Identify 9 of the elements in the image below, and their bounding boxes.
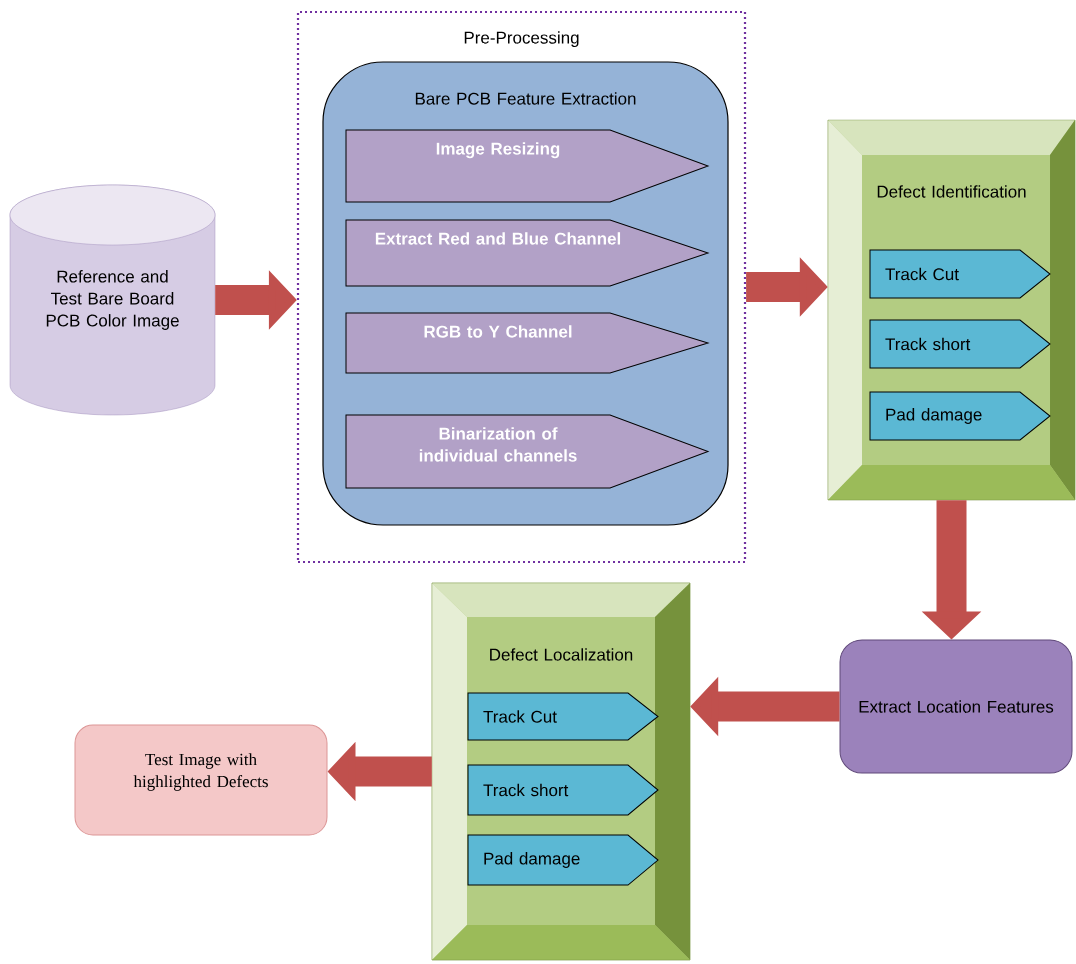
defect-tag: Track Cut bbox=[869, 249, 1051, 299]
defect-tag: Pad damage bbox=[467, 834, 659, 886]
defect-tag: Track Cut bbox=[467, 692, 659, 741]
defect-tag: Pad damage bbox=[869, 391, 1051, 441]
database-cylinder: Reference and Test Bare Board PCB Color Image bbox=[9, 184, 216, 416]
process-box: Extract Location Features bbox=[839, 639, 1073, 774]
defect-tag: Track short bbox=[467, 764, 659, 816]
output-box: Test Image with highlighted Defects bbox=[74, 724, 328, 836]
defect-tag: Track short bbox=[869, 319, 1051, 369]
